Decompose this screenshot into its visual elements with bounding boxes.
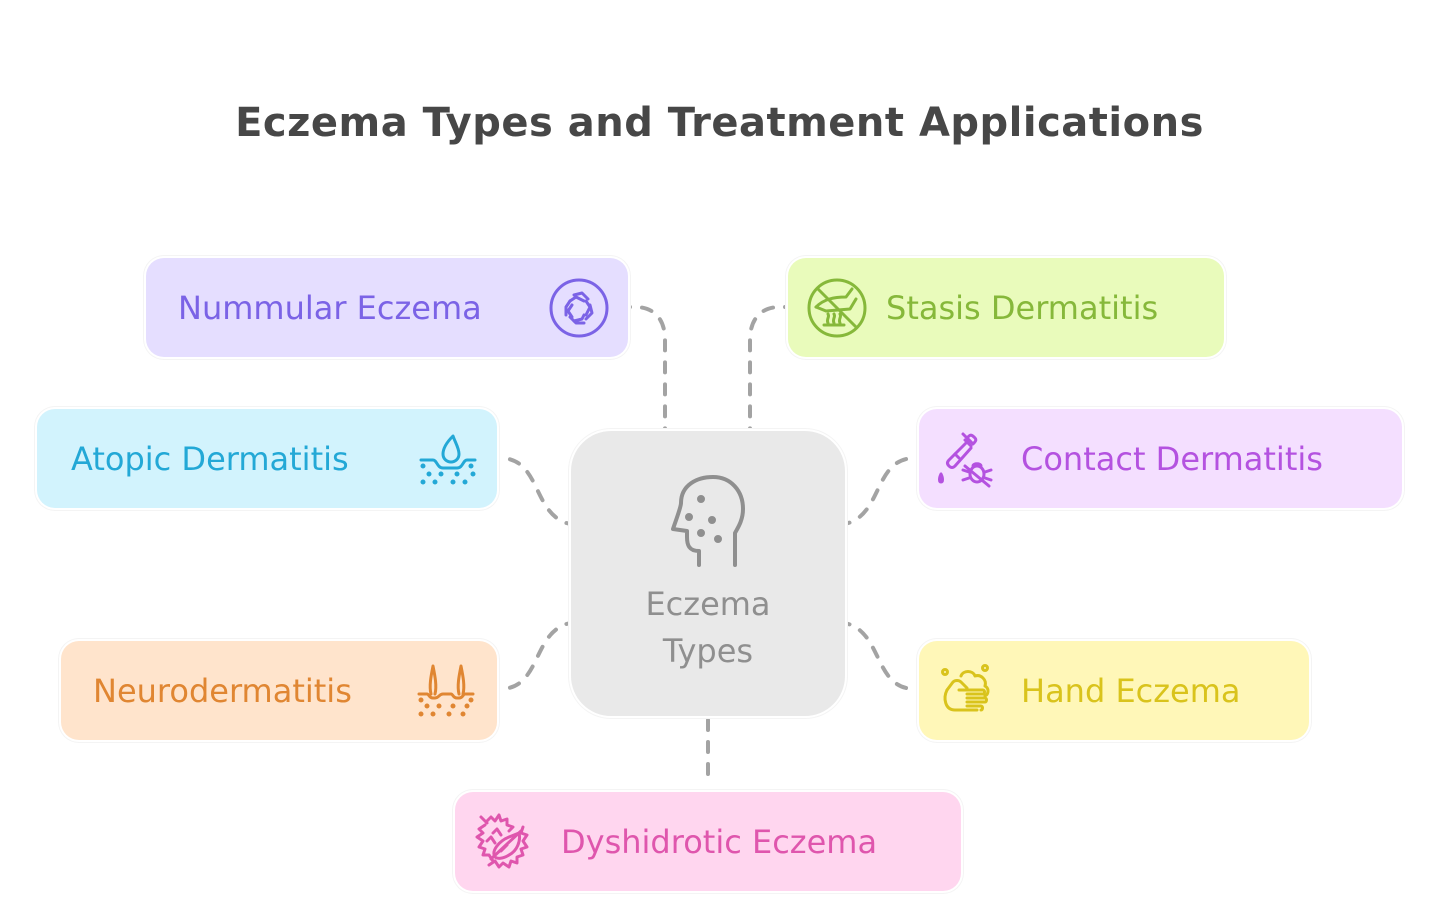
node-label: Hand Eczema: [1021, 671, 1241, 710]
node-dyshidrotic-eczema[interactable]: Dyshidrotic Eczema: [455, 792, 961, 891]
node-neurodermatitis[interactable]: Neurodermatitis: [61, 641, 497, 740]
connector-stasis: [748, 305, 797, 432]
node-stasis-dermatitis[interactable]: Stasis Dermatitis: [788, 258, 1224, 357]
node-nummular-eczema[interactable]: Nummular Eczema: [146, 258, 628, 357]
connector-contact: [833, 456, 930, 527]
connector-atopic: [486, 456, 582, 527]
node-label: Stasis Dermatitis: [886, 288, 1159, 327]
node-label: Nummular Eczema: [178, 288, 482, 327]
node-label: Contact Dermatitis: [1021, 439, 1323, 478]
node-atopic-dermatitis[interactable]: Atopic Dermatitis: [37, 409, 497, 508]
node-label: Dyshidrotic Eczema: [561, 822, 878, 861]
center-label-line2: Types: [662, 632, 754, 670]
no-foot-heat-icon: [806, 277, 868, 339]
connector-nummular: [618, 305, 667, 432]
node-contact-dermatitis[interactable]: Contact Dermatitis: [919, 409, 1402, 508]
skin-hair-icon: [415, 660, 477, 722]
node-hand-eczema[interactable]: Hand Eczema: [919, 641, 1309, 740]
swirl-circle-icon: [548, 277, 610, 339]
center-label: Eczema Types: [571, 581, 845, 675]
center-node-eczema-types[interactable]: Eczema Types: [571, 431, 845, 716]
center-label-line1: Eczema: [645, 585, 771, 623]
hand-washing-icon: [937, 660, 999, 722]
connector-hand: [833, 620, 930, 691]
diagram-title: Eczema Types and Treatment Applications: [235, 100, 1204, 146]
dropper-bug-icon: [933, 428, 995, 490]
node-label: Neurodermatitis: [93, 671, 352, 710]
skin-moisture-drop-icon: [417, 428, 479, 490]
head-with-spots-icon: [671, 475, 745, 567]
node-label: Atopic Dermatitis: [71, 439, 349, 478]
spiky-fruit-icon: [473, 811, 535, 873]
connector-neuro: [486, 620, 582, 691]
